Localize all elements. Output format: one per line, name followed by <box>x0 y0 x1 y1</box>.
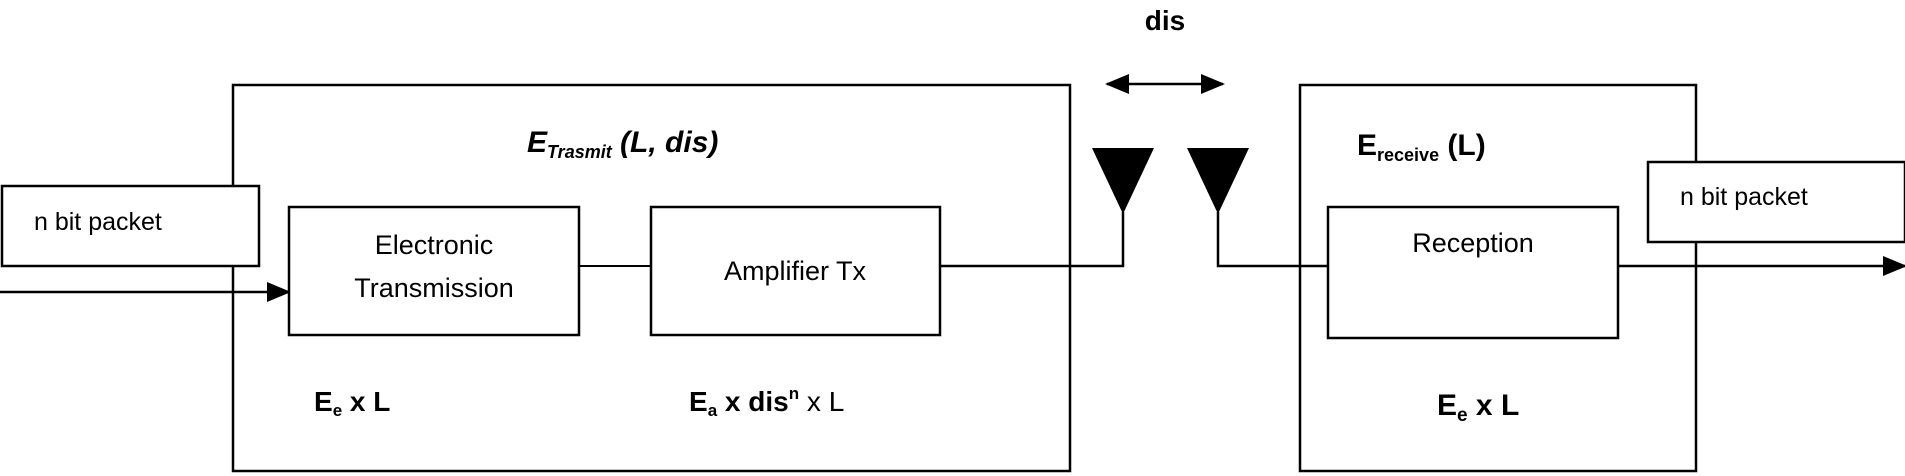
receiver-title-main: E <box>1357 129 1377 162</box>
receiver-title-args: (L) <box>1439 129 1486 162</box>
amplifier-tx-label: Amplifier Tx <box>724 256 867 286</box>
receiver-energy-main: E <box>1437 389 1457 422</box>
amplifier-energy-mid: x dis <box>717 386 789 417</box>
transmitter-box <box>231 83 1072 473</box>
output-packet-box <box>1646 160 1905 244</box>
receiver-title-sub: receive <box>1377 145 1439 165</box>
tx-antenna-feed <box>940 212 1125 268</box>
output-packet-label: n bit packet <box>1680 183 1808 211</box>
amplifier-energy-sup: n <box>789 384 799 403</box>
electronic-transmission-line1: Electronic <box>375 230 494 260</box>
electronic-energy-sub: e <box>333 401 342 420</box>
amplifier-energy-sub: a <box>708 401 718 420</box>
electronic-transmission-block <box>287 205 581 337</box>
receiver-box <box>1298 83 1698 473</box>
amplifier-energy-formula: Ea x disn x L <box>689 384 844 420</box>
electronic-energy-formula: Ee x L <box>314 386 390 420</box>
distance-label: dis <box>1145 5 1185 36</box>
amplifier-energy-rest: x L <box>799 386 844 417</box>
receiver-title: Ereceive (L) <box>1357 129 1486 165</box>
transmitter-title-sub: Trasmit <box>547 142 613 162</box>
receiver-energy-formula: Ee x L <box>1437 389 1519 426</box>
receiver-energy-sub: e <box>1457 405 1468 426</box>
electronic-energy-rest: x L <box>342 386 390 417</box>
reception-label: Reception <box>1412 228 1534 258</box>
amplifier-energy-main: E <box>689 386 708 417</box>
rx-antenna-icon <box>1187 148 1249 214</box>
transmitter-title-args: (L, dis) <box>612 126 719 159</box>
transmitter-title-main: E <box>527 126 548 159</box>
rx-antenna-feed <box>1216 212 1328 268</box>
input-packet-label: n bit packet <box>34 208 162 236</box>
transmitter-title: ETrasmit (L, dis) <box>527 126 718 162</box>
amplifier-tx-block <box>649 205 942 337</box>
electronic-transmission-line2: Transmission <box>354 273 514 303</box>
input-packet-box <box>0 184 261 268</box>
tx-antenna-icon <box>1092 148 1154 214</box>
receiver-energy-rest: x L <box>1468 389 1520 422</box>
reception-block <box>1326 205 1620 340</box>
electronic-energy-main: E <box>314 386 333 417</box>
